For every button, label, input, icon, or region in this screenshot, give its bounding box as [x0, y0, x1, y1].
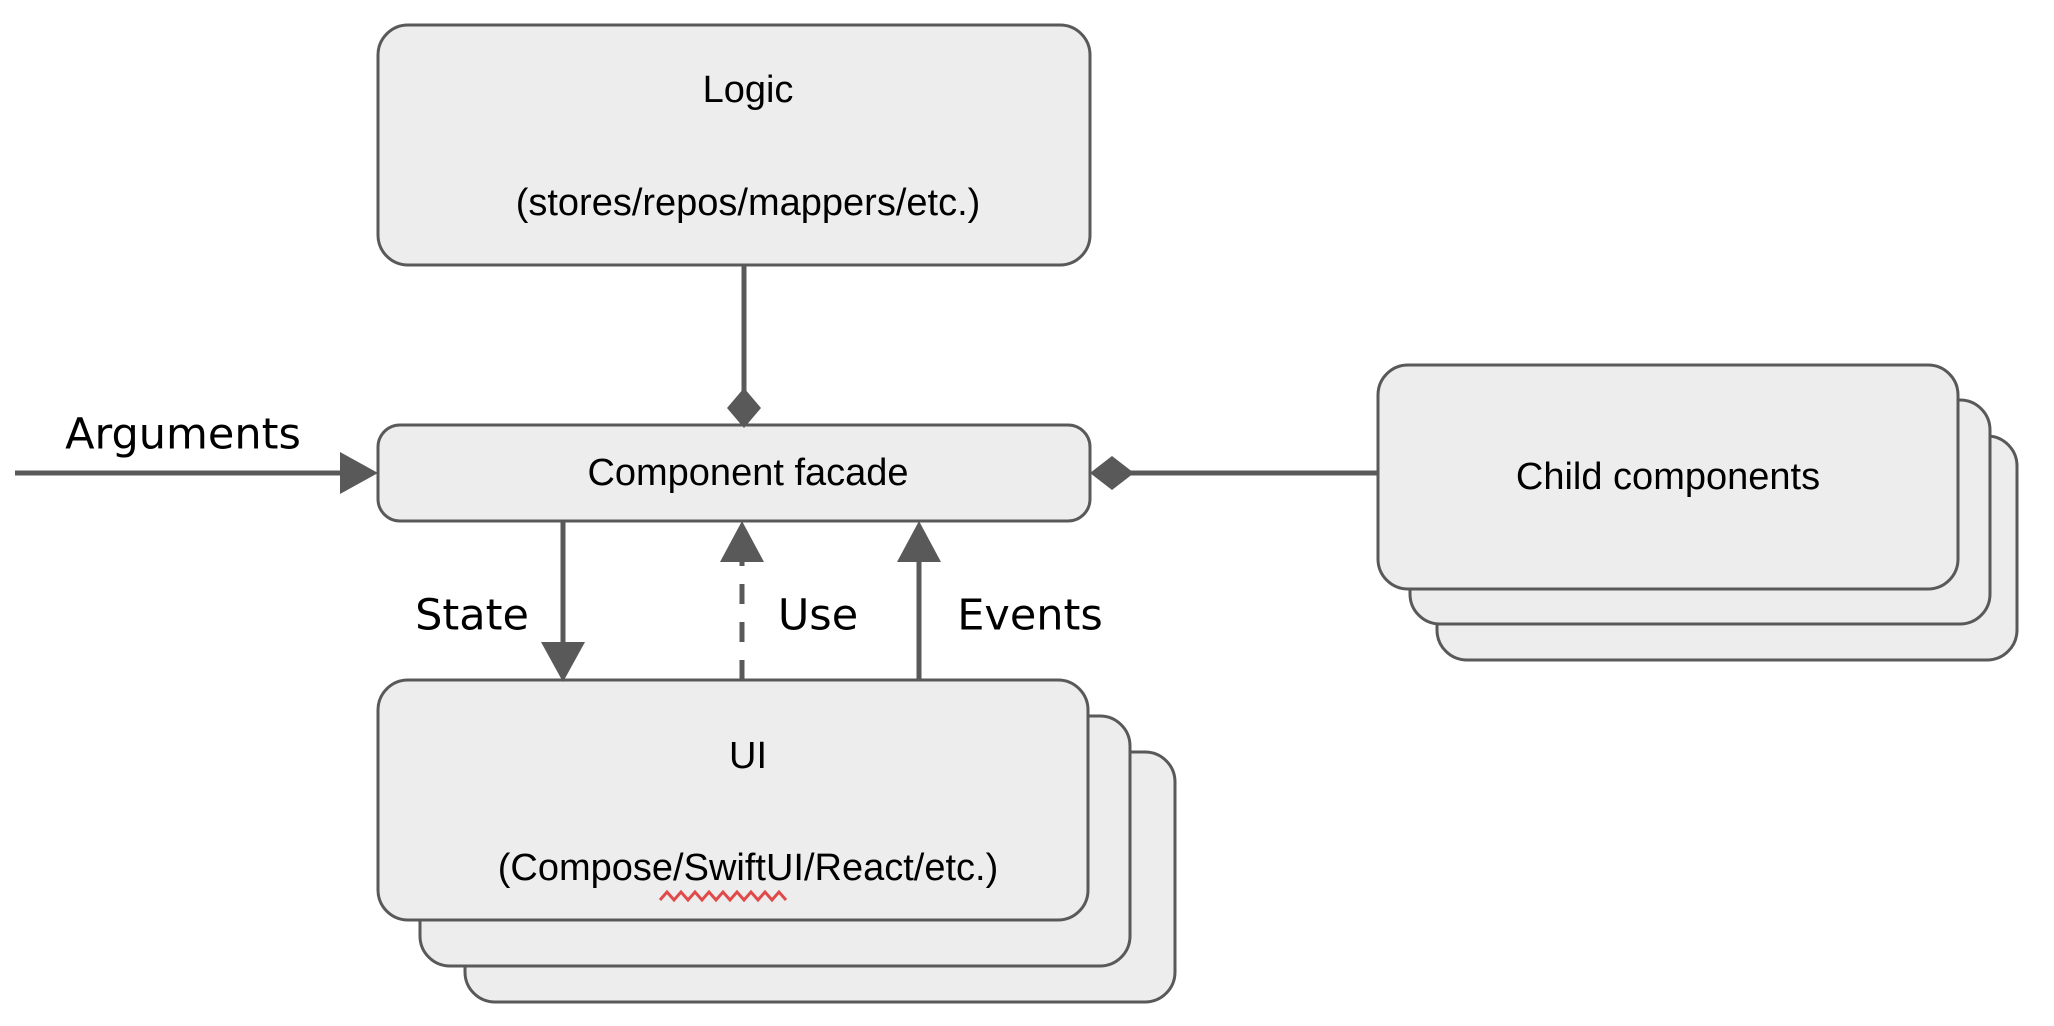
component-facade-label: Component facade	[587, 452, 908, 494]
ui-subtitle-label: (Compose/SwiftUI/React/etc.)	[498, 847, 998, 889]
ui-title-label: UI	[729, 735, 767, 777]
edge-logic-to-facade	[727, 265, 761, 428]
diamond-head-icon	[1090, 456, 1134, 490]
edge-label-events: Events	[957, 591, 1103, 641]
logic-group[interactable]: Logic (stores/repos/mappers/etc.)	[376, 23, 1092, 267]
edge-label-arguments: Arguments	[65, 410, 301, 460]
diamond-head-icon	[727, 388, 761, 428]
edge-arguments-to-facade: Arguments	[15, 410, 378, 494]
ui-box[interactable]	[376, 678, 1090, 922]
child-components-box[interactable]	[1376, 363, 1960, 591]
arrow-head-icon	[897, 521, 941, 562]
child-components-stack[interactable]: Child components	[1376, 363, 2019, 662]
edge-state: State	[415, 521, 585, 682]
arrow-head-icon	[541, 642, 585, 682]
spellcheck-squiggle-icon	[658, 889, 788, 903]
edge-label-use: Use	[778, 591, 858, 641]
arrow-head-icon	[720, 521, 764, 562]
ui-stack[interactable]: UI (Compose/SwiftUI/React/etc.)	[376, 678, 1177, 1004]
logic-title-label: Logic	[703, 69, 794, 111]
logic-subtitle-label: (stores/repos/mappers/etc.)	[516, 182, 981, 224]
edge-children-to-facade	[1090, 456, 1378, 490]
edge-label-state: State	[415, 591, 529, 641]
arrow-head-icon	[340, 452, 378, 494]
child-components-label: Child components	[1516, 456, 1820, 498]
component-facade-group[interactable]: Component facade	[376, 423, 1092, 523]
logic-box[interactable]	[376, 23, 1092, 267]
edge-events: Events	[897, 521, 1103, 680]
edge-use: Use	[720, 521, 858, 680]
